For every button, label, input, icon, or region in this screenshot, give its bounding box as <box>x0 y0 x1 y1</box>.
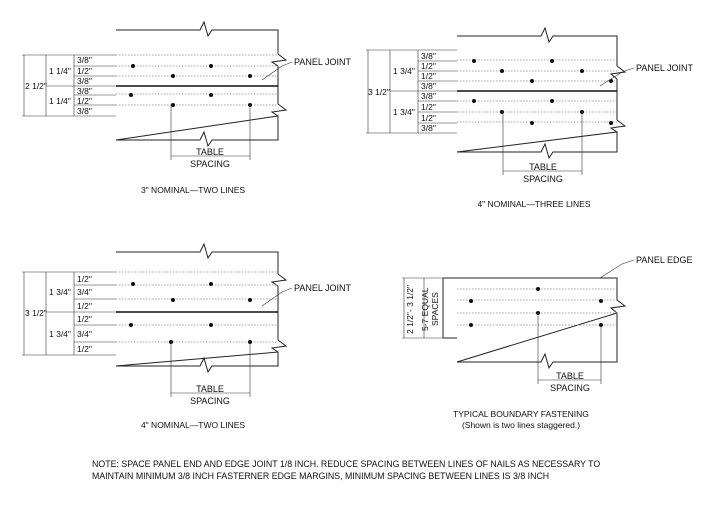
framing-member-outline <box>115 20 279 148</box>
nail <box>171 298 175 302</box>
table-label: TABLE <box>529 162 557 172</box>
panel-joint-leader <box>599 67 635 87</box>
panel-joint-leader <box>261 287 293 307</box>
right-break-line <box>609 299 627 314</box>
panel-edge-leader <box>599 259 635 279</box>
framing-member-outline <box>456 277 618 370</box>
nail <box>171 103 175 107</box>
vertical-dim-spaces: SPACES <box>430 292 440 326</box>
dimension-chain <box>366 49 457 134</box>
framing-member-outline <box>115 242 279 374</box>
row-dim: 1/2" <box>77 314 92 324</box>
row-dim: 1/2" <box>77 274 92 284</box>
nail <box>248 298 252 302</box>
group-dim: 1 3/4" <box>49 287 71 297</box>
nail <box>536 287 540 291</box>
nail <box>472 99 476 103</box>
nail <box>550 99 554 103</box>
row-dim: 3/8" <box>77 106 92 116</box>
diagram-caption: 4" NOMINAL—TWO LINES <box>141 420 245 430</box>
row-dim: 3/8" <box>421 91 436 101</box>
row-dim: 3/4" <box>77 287 92 297</box>
nail <box>209 64 213 68</box>
spacing-label: SPACING <box>190 159 230 169</box>
nail <box>171 74 175 78</box>
total-dim: 3 1/2" <box>25 308 47 318</box>
nail <box>469 299 473 303</box>
diagram-caption: 4" NOMINAL—THREE LINES <box>477 199 590 209</box>
nail <box>131 64 135 68</box>
vertical-dim-spaces: 5-7 EQUAL <box>420 287 430 331</box>
nail <box>550 59 554 63</box>
group-dim: 1 1/4" <box>49 66 71 76</box>
row-dim: 1/2" <box>421 61 436 71</box>
row-dim: 3/8" <box>421 123 436 133</box>
nail <box>129 93 133 97</box>
group-dim: 1 3/4" <box>49 329 71 339</box>
spacing-label: SPACING <box>190 396 230 406</box>
group-dim: 1 3/4" <box>393 66 415 76</box>
nail <box>209 93 213 97</box>
spacing-label: SPACING <box>550 383 590 393</box>
diagram-caption: TYPICAL BOUNDARY FASTENING <box>453 409 589 419</box>
dimension-chain <box>22 271 116 356</box>
nail <box>609 121 613 125</box>
nail <box>129 323 133 327</box>
row-dim: 1/2" <box>421 102 436 112</box>
row-dim: 1/2" <box>77 66 92 76</box>
panel-joint-callout: PANEL JOINT <box>636 63 694 73</box>
row-dim: 1/2" <box>77 344 92 354</box>
row-dim: 1/2" <box>421 113 436 123</box>
nail <box>599 299 603 303</box>
diagram-4in-two-lines: 3 1/2" 1 3/4" 1 3/4" 1/2" 3/4" 1/2" 1/2"… <box>22 242 352 430</box>
vertical-dim-width: 2 1/2"- 3 1/2" <box>405 285 415 334</box>
group-dim: 1 1/4" <box>49 96 71 106</box>
right-break-line <box>609 65 627 80</box>
nail <box>530 121 534 125</box>
table-label: TABLE <box>196 147 224 157</box>
diagram-4in-three-lines: 3 1/2" 1 3/4" 1 3/4" 3/8" 1/2" 1/2" 3/8"… <box>366 26 694 209</box>
diagram-3in-two-lines: 2 1/2" 1 1/4" 1 1/4" 3/8" 1/2" 3/8" 3/8"… <box>22 20 352 195</box>
table-label: TABLE <box>556 371 584 381</box>
panel-edge-callout: PANEL EDGE <box>636 255 693 265</box>
right-break-line <box>270 273 288 287</box>
note-line-1: NOTE: SPACE PANEL END AND EDGE JOINT 1/8… <box>92 459 600 469</box>
nail <box>248 74 252 78</box>
total-dim: 3 1/2" <box>368 87 390 97</box>
nail <box>209 282 213 286</box>
row-dim: 3/8" <box>421 81 436 91</box>
row-dim: 1/2" <box>77 96 92 106</box>
row-dim: 1/2" <box>77 301 92 311</box>
nail <box>580 69 584 73</box>
nail <box>530 79 534 83</box>
dimension-chain <box>22 54 116 117</box>
table-label: TABLE <box>196 384 224 394</box>
nail <box>131 282 135 286</box>
nail <box>500 69 504 73</box>
spacing-label: SPACING <box>523 174 563 184</box>
row-dim: 3/8" <box>77 86 92 96</box>
nail <box>209 323 213 327</box>
panel-joint-callout: PANEL JOINT <box>294 283 352 293</box>
nail <box>609 79 613 83</box>
note-line-2: MAINTAIN MINIMUM 3/8 INCH FASTERNER EDGE… <box>92 471 549 481</box>
panel-joint-leader <box>261 61 293 81</box>
row-dim: 3/8" <box>77 76 92 86</box>
nail <box>469 323 473 327</box>
diagram-caption: 3" NOMINAL—TWO LINES <box>141 185 245 195</box>
row-dim: 1/2" <box>421 71 436 81</box>
total-dim: 2 1/2" <box>25 81 47 91</box>
panel-joint-callout: PANEL JOINT <box>294 57 352 67</box>
nail <box>472 59 476 63</box>
row-dim: 3/8" <box>421 51 436 61</box>
framing-member-outline <box>456 26 618 160</box>
diagram-subcaption: (Shown is two lines staggered.) <box>462 420 580 430</box>
diagram-boundary-fastening: 2 1/2"- 3 1/2" 5-7 EQUAL SPACES PANEL ED… <box>402 255 693 430</box>
row-dim: 3/4" <box>77 329 92 339</box>
row-dim: 3/8" <box>77 55 92 65</box>
right-break-line <box>270 53 288 67</box>
group-dim: 1 3/4" <box>393 107 415 117</box>
nail <box>500 110 504 114</box>
